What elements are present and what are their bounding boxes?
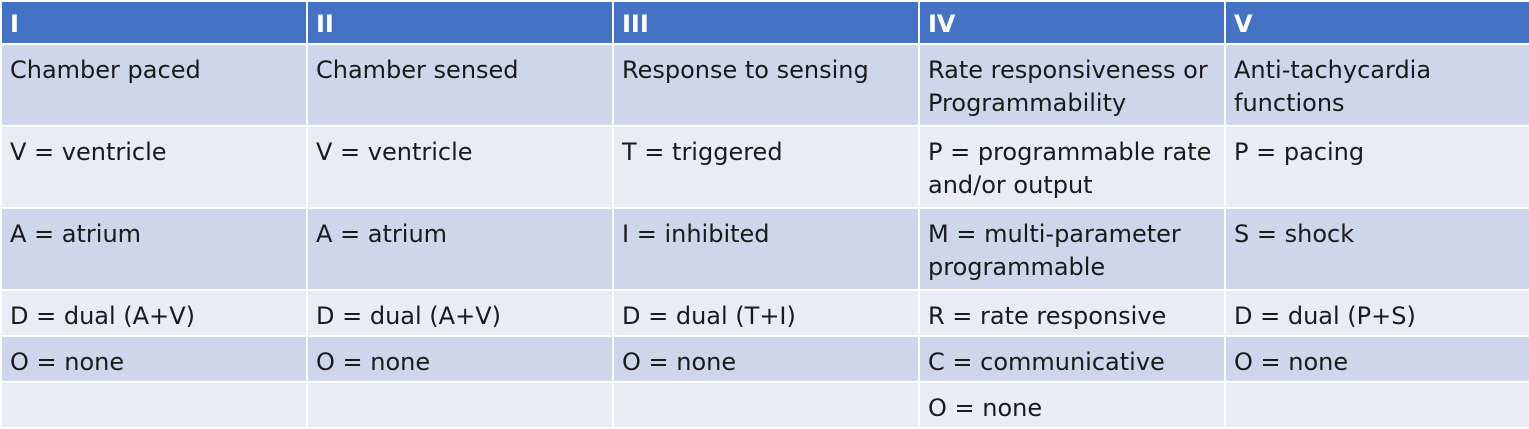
- column-header-iii: III: [612, 0, 920, 45]
- table-cell: P = pacing: [1224, 125, 1529, 209]
- table-cell: A = atrium: [0, 207, 308, 291]
- column-header-i: I: [0, 0, 308, 45]
- column-header-iv: IV: [918, 0, 1226, 45]
- table-cell: I = inhibited: [612, 207, 920, 291]
- table-row: A = atrium A = atrium I = inhibited M = …: [0, 207, 1529, 291]
- table-cell: D = dual (A+V): [306, 289, 614, 337]
- table-cell: S = shock: [1224, 207, 1529, 291]
- table-cell: [1224, 381, 1529, 429]
- table-cell: O = none: [0, 335, 308, 383]
- table-cell: T = triggered: [612, 125, 920, 209]
- table-cell: C = communicative: [918, 335, 1226, 383]
- table-cell: Response to sensing: [612, 43, 920, 127]
- table-cell: [306, 381, 614, 429]
- table-row: Chamber paced Chamber sensed Response to…: [0, 43, 1529, 127]
- table-cell: A = atrium: [306, 207, 614, 291]
- table-cell: Chamber sensed: [306, 43, 614, 127]
- table-cell: O = none: [612, 335, 920, 383]
- table-cell: O = none: [1224, 335, 1529, 383]
- column-header-ii: II: [306, 0, 614, 45]
- table-cell: D = dual (A+V): [0, 289, 308, 337]
- table-cell: O = none: [918, 381, 1226, 429]
- table-cell: P = programmable rate and/or output: [918, 125, 1226, 209]
- table-cell: R = rate responsive: [918, 289, 1226, 337]
- table-header-row: I II III IV V: [0, 0, 1529, 45]
- table-cell: O = none: [306, 335, 614, 383]
- table-row: D = dual (A+V) D = dual (A+V) D = dual (…: [0, 289, 1529, 337]
- table-cell: D = dual (T+I): [612, 289, 920, 337]
- table-cell: [0, 381, 308, 429]
- table-row: V = ventricle V = ventricle T = triggere…: [0, 125, 1529, 209]
- table-cell: Anti-tachycardia functions: [1224, 43, 1529, 127]
- table-row: O = none: [0, 381, 1529, 429]
- column-header-v: V: [1224, 0, 1529, 45]
- table-cell: [612, 381, 920, 429]
- table-row: O = none O = none O = none C = communica…: [0, 335, 1529, 383]
- table-cell: Rate responsiveness or Programmability: [918, 43, 1226, 127]
- table-cell: V = ventricle: [0, 125, 308, 209]
- table-cell: D = dual (P+S): [1224, 289, 1529, 337]
- table-cell: V = ventricle: [306, 125, 614, 209]
- table-cell: Chamber paced: [0, 43, 308, 127]
- table-cell: M = multi-parameter programmable: [918, 207, 1226, 291]
